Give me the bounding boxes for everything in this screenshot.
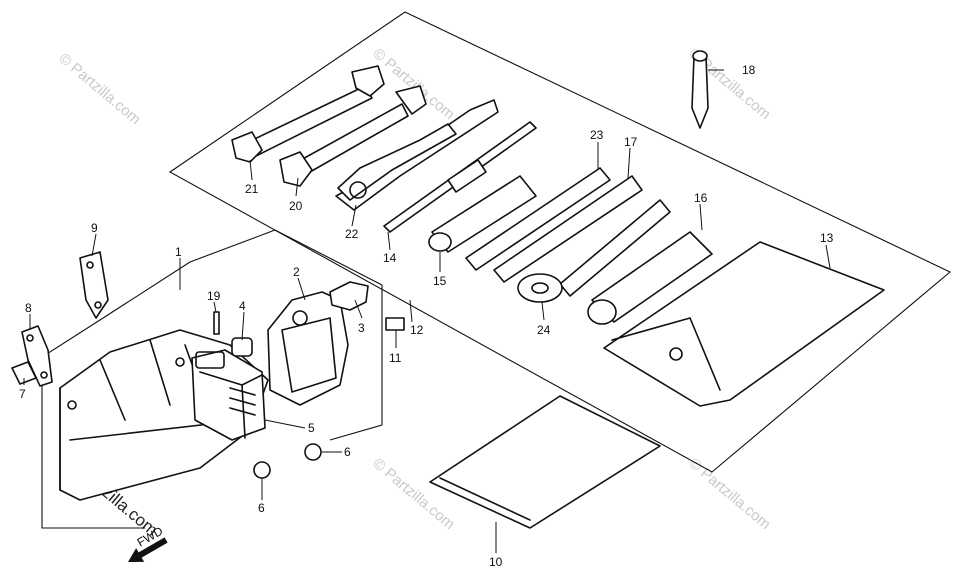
outline-edge <box>274 229 383 286</box>
callout-7: 7 <box>19 387 26 401</box>
callout-14: 14 <box>383 251 397 265</box>
bracket-9 <box>79 251 109 319</box>
callout-9: 9 <box>91 221 98 235</box>
toolkit-outline <box>168 11 952 473</box>
pin-18 <box>691 50 709 129</box>
callout-5: 5 <box>308 421 315 435</box>
callout-18: 18 <box>742 63 756 77</box>
wrench-20 <box>279 85 427 187</box>
tool-bag-13 <box>603 241 885 407</box>
callout-2: 2 <box>293 265 300 279</box>
callout-6a: 6 <box>344 445 351 459</box>
callout-1: 1 <box>175 245 182 259</box>
callout-12: 12 <box>410 323 424 337</box>
pin-19 <box>213 311 220 335</box>
handle-15 <box>428 175 537 253</box>
callout-23: 23 <box>590 128 604 142</box>
callout-15: 15 <box>433 274 447 288</box>
callout-19: 19 <box>207 289 221 303</box>
callout-20: 20 <box>289 199 303 213</box>
watermark-text: © Partzilla.com <box>369 455 457 533</box>
battery-cover <box>267 291 349 406</box>
leader-lines <box>23 69 831 553</box>
callout-24: 24 <box>537 323 551 337</box>
manual-bag-10 <box>429 395 661 529</box>
callout-10: 10 <box>489 555 503 569</box>
tag-11 <box>385 317 405 331</box>
wrench-24 <box>517 199 671 303</box>
washer-6b <box>253 461 271 479</box>
callout-13: 13 <box>820 231 834 245</box>
callout-17: 17 <box>624 135 638 149</box>
washer-6a <box>304 443 322 461</box>
callout-16: 16 <box>694 191 708 205</box>
tube-23 <box>465 167 611 271</box>
callout-21: 21 <box>245 182 259 196</box>
cap-3 <box>329 281 369 311</box>
callout-11: 11 <box>389 351 402 365</box>
watermark-text: © Partzilla.com <box>55 50 143 128</box>
outline-edge <box>329 424 383 441</box>
handle-17 <box>493 175 643 283</box>
callout-3: 3 <box>358 321 365 335</box>
battery-box-outline <box>41 229 276 529</box>
forward-arrow-icon: FWD <box>128 524 168 562</box>
bracket-8 <box>21 325 53 387</box>
callout-numbers: 1 2 3 4 5 6 6 7 8 9 10 11 12 13 14 15 16… <box>19 63 834 569</box>
watermark-text: © Partzilla.com <box>685 455 773 533</box>
battery <box>191 349 266 441</box>
wrench-21 <box>231 65 385 163</box>
plug-wrench-16 <box>587 231 713 325</box>
cushion-4 <box>231 337 253 357</box>
callout-4: 4 <box>239 299 246 313</box>
collar-7 <box>11 361 37 385</box>
screwdriver-14 <box>383 121 537 233</box>
callout-8: 8 <box>25 301 32 315</box>
pliers-22 <box>335 99 499 211</box>
callout-6b: 6 <box>258 501 265 515</box>
callout-22: 22 <box>345 227 359 241</box>
